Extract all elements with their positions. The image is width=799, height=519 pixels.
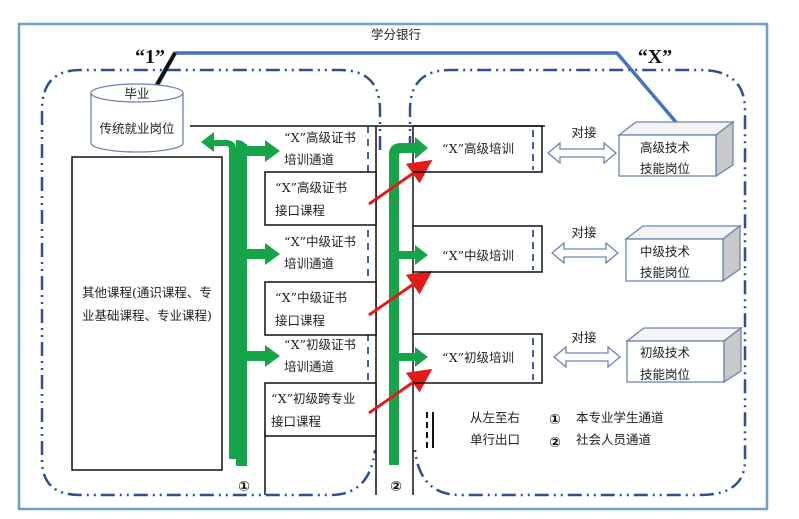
credit-bank-link-line bbox=[153, 51, 683, 130]
channel-high-line1: “X”高级证书 bbox=[284, 130, 356, 145]
legend-channel1-symbol: ① bbox=[549, 412, 561, 428]
training-high-label: “X”高级培训 bbox=[442, 141, 514, 156]
training-low-label: “X”初级培训 bbox=[442, 350, 514, 365]
position-low-line1: 初级技术 bbox=[640, 345, 691, 360]
position-mid-line1: 中级技术 bbox=[640, 244, 691, 259]
legend-channel2-symbol: ② bbox=[549, 435, 561, 451]
connect-arrows bbox=[546, 141, 622, 369]
legend-channel2-label: 社会人员通道 bbox=[576, 432, 652, 447]
legend: 从左至右 单行出口 ① 本专业学生通道 ② 社会人员通道 bbox=[426, 410, 664, 451]
interface-course-high-line2: 接口课程 bbox=[275, 203, 326, 218]
interface-course-low-line2: 接口课程 bbox=[271, 414, 322, 429]
channel-mid-line2: 培训通道 bbox=[284, 256, 335, 271]
training-high: “X”高级培训 bbox=[413, 125, 543, 173]
marker-x: “X” bbox=[638, 46, 672, 68]
training-mid: “X”中级培训 bbox=[413, 225, 543, 273]
other-courses-box bbox=[71, 156, 223, 471]
channel-low-line1: “X”初级证书 bbox=[284, 337, 356, 352]
legend-exit-line1: 从左至右 bbox=[470, 410, 520, 425]
interface-course-low: “X”初级跨专业 接口课程 bbox=[264, 382, 377, 437]
training-low: “X”初级培训 bbox=[413, 333, 543, 384]
interface-course-mid-line1: “X”中级证书 bbox=[275, 290, 347, 305]
channel-marker-1: ① bbox=[238, 479, 250, 495]
channel-mid-line1: “X”中级证书 bbox=[284, 234, 356, 249]
position-high-line1: 高级技术 bbox=[640, 140, 691, 155]
position-high: 高级技术 技能岗位 bbox=[617, 120, 735, 178]
position-mid: 中级技术 技能岗位 bbox=[624, 224, 742, 283]
interface-course-mid: “X”中级证书 接口课程 bbox=[264, 281, 377, 336]
other-courses-line2: 业基础课程、专业课程) bbox=[82, 308, 212, 323]
marker-1: “1” bbox=[135, 46, 165, 68]
diagram-title: 学分银行 bbox=[371, 27, 421, 42]
training-mid-label: “X”中级培训 bbox=[442, 248, 514, 263]
legend-exit-line2: 单行出口 bbox=[470, 432, 520, 447]
student-channel-arrows bbox=[201, 132, 280, 466]
interface-course-high: “X”高级证书 接口课程 bbox=[264, 171, 377, 226]
interface-course-mid-line2: 接口课程 bbox=[275, 313, 326, 328]
outer-frame bbox=[17, 22, 769, 511]
channel-marker-2: ② bbox=[390, 479, 402, 495]
channel-low-line2: 培训通道 bbox=[284, 359, 335, 374]
connect-label-mid: 对接 bbox=[571, 225, 597, 240]
graduation-link bbox=[153, 52, 177, 89]
right-zone-boundary bbox=[408, 68, 747, 497]
position-mid-line2: 技能岗位 bbox=[640, 265, 690, 280]
connect-label-low: 对接 bbox=[571, 330, 597, 345]
social-channel-arrows bbox=[389, 137, 428, 465]
position-low: 初级技术 技能岗位 bbox=[625, 326, 743, 384]
connect-label-high: 对接 bbox=[571, 125, 597, 140]
legend-channel1-label: 本专业学生通道 bbox=[576, 410, 664, 425]
traditional-job-cylinder: 毕业 传统就业岗位 bbox=[90, 83, 184, 153]
cylinder-body-label: 传统就业岗位 bbox=[99, 121, 174, 136]
other-courses-line1: 其他课程(通识课程、专 bbox=[82, 285, 212, 300]
position-low-line2: 技能岗位 bbox=[640, 367, 690, 382]
position-high-line2: 技能岗位 bbox=[640, 161, 690, 176]
channel-high-line2: 培训通道 bbox=[284, 152, 335, 167]
cylinder-top-label: 毕业 bbox=[124, 86, 149, 101]
interface-course-high-line1: “X”高级证书 bbox=[275, 180, 347, 195]
interface-course-low-line1: “X”初级跨专业 bbox=[271, 391, 356, 406]
